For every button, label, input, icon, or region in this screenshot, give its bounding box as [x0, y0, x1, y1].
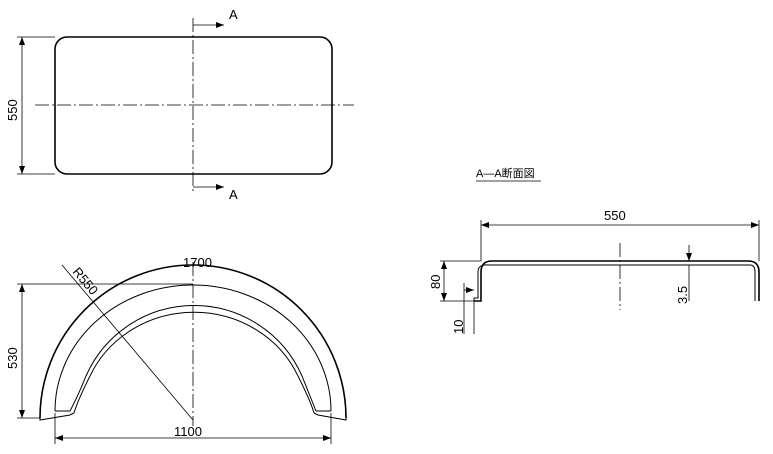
- fender-mid-arc: [54, 284, 332, 412]
- section-marker-bottom-label: A: [229, 187, 238, 202]
- right-flange: [313, 412, 347, 421]
- fender-inner-arc-1: [69, 305, 317, 412]
- front-height-dimension: 530: [5, 283, 193, 419]
- section-view: A―A断面図 550 80 10: [428, 166, 760, 334]
- section-marker-top-label: A: [229, 7, 238, 22]
- thickness-label: 3.5: [675, 286, 690, 304]
- plan-height-dimension: 550: [5, 36, 55, 175]
- inner-width-label: 1100: [174, 424, 202, 439]
- front-view: R550 1700 1100 530: [5, 255, 347, 444]
- plan-outline: [54, 36, 333, 175]
- section-arrow-top: A: [193, 7, 238, 28]
- section-profile-outer: [474, 260, 760, 302]
- section-arrow-bottom: A: [193, 184, 238, 202]
- flange-width-label: 10: [451, 320, 466, 334]
- left-flange: [39, 412, 75, 421]
- inner-width-dimension: 1100: [54, 413, 332, 444]
- section-profile-inner: [474, 264, 756, 301]
- section-title: A―A断面図: [476, 166, 535, 180]
- section-width-label: 550: [604, 208, 626, 223]
- flange-height-label: 80: [428, 275, 443, 289]
- front-height-label: 530: [5, 347, 20, 369]
- section-width-dimension: 550: [480, 208, 760, 261]
- plan-height-label: 550: [5, 99, 20, 121]
- radius-leader: [61, 264, 194, 421]
- flange-width-dimension: 10: [451, 283, 475, 334]
- fender-inner-arc-2: [73, 311, 315, 414]
- top-view: A A 550: [5, 7, 354, 202]
- thickness-dimension: 3.5: [675, 245, 692, 304]
- flange-height-dimension: 80: [428, 260, 481, 302]
- outer-width-label: 1700: [183, 255, 212, 270]
